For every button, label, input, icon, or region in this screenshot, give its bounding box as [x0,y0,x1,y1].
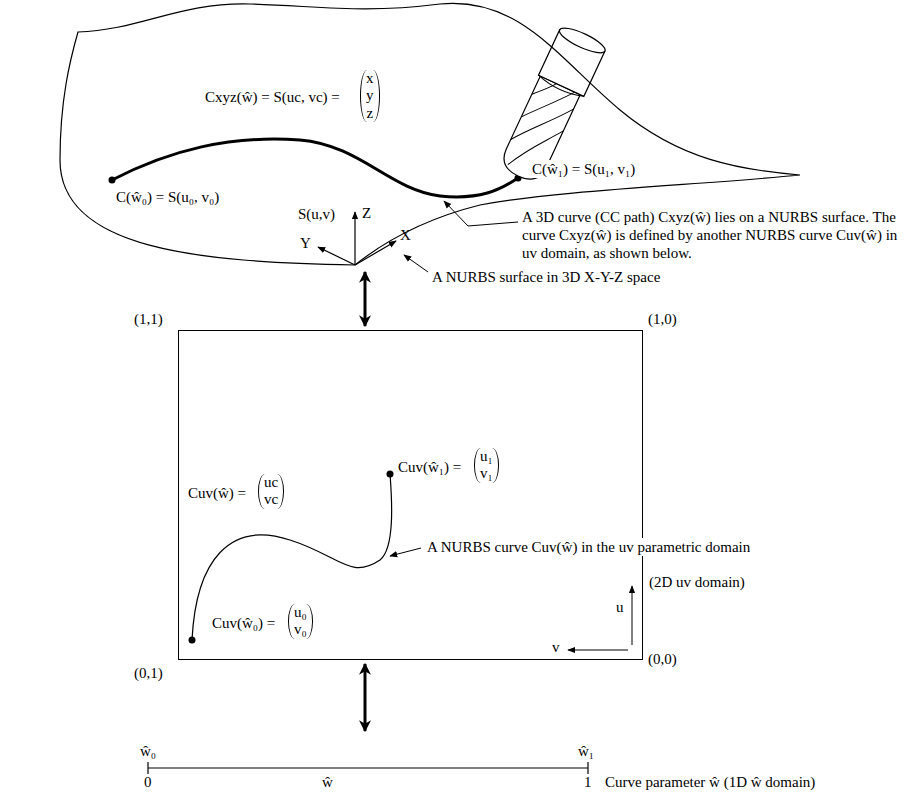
parameter-label: ŵ₀ [140,742,156,760]
v-direction-arrow [568,650,628,651]
uv-end-label: Cuv(ŵ₁) = [398,458,461,476]
uv-end-point [387,471,394,478]
curve-equation: Cxyz(ŵ) = S(uc, vc) = [205,88,340,106]
w-domain-band: Curve parameter ŵ (1D ŵ domain) [135,735,915,795]
end-point-label: C(ŵ₁) = S(u₁, v₁) [530,160,637,178]
leader-line [404,255,428,272]
start-point [109,177,116,184]
mapping-arrow [364,272,367,326]
mapping-arrow [364,664,367,731]
corner-coordinate: (0,1) [134,664,163,682]
callout-note: A NURBS curve Cuv(ŵ) in the uv parametri… [425,538,752,556]
cc-path-curve [112,139,518,197]
leader-line [390,548,421,556]
start-point-label: C(ŵ₀) = S(u₀, v₀) [116,188,219,206]
uv-vector: uc vc [258,474,284,509]
node-label: (2D uv domain) [649,573,745,591]
parameter-value: 0 [144,773,152,791]
uv-curve-equation: Cuv(ŵ) = [188,484,246,502]
parameter-label: ŵ [322,773,333,791]
callout-note: A 3D curve (CC path) Cxyz(ŵ) lies on a N… [522,208,912,262]
node-label: Curve parameter ŵ (1D ŵ domain) [605,773,815,791]
surface-outline-path [60,3,800,265]
corner-coordinate: (1,1) [134,310,163,328]
node-label: S(u,v) [298,205,335,223]
uv-vector: u₀ v₀ [288,604,313,639]
axis-label: u [616,598,624,616]
uv-domain-box: (2D uv domain) [178,330,643,660]
u-direction-arrow [632,586,633,645]
uv-vector: u₁ v₁ [474,448,499,483]
xyz-vector: x y z [360,70,380,122]
parameter-value: 1 [584,773,592,791]
axis-label: X [400,226,411,244]
uv-start-label: Cuv(ŵ₀) = [212,614,275,632]
corner-coordinate: (0,0) [648,650,677,668]
axis-label: v [552,638,560,656]
axis-label: Y [300,234,311,252]
uv-start-point [189,637,196,644]
callout-note: A NURBS surface in 3D X-Y-Z space [432,268,660,286]
w-axis [148,762,588,774]
corner-coordinate: (1,0) [648,310,677,328]
parameter-label: ŵ₁ [578,742,594,760]
axis-label: Z [362,204,371,222]
